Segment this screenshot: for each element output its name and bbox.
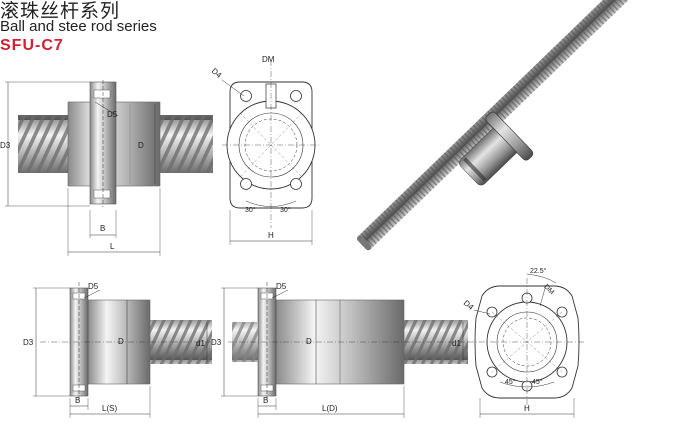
label-d3-single: D3 [23, 338, 34, 347]
label-h: H [268, 231, 274, 240]
label-d5-single: D5 [88, 282, 99, 291]
label-d1-single: d1 [196, 339, 205, 348]
label-d5-double: D5 [276, 282, 287, 291]
nut-flange [485, 111, 534, 161]
title-english: Ball and stee rod series [0, 18, 157, 35]
model-code: SFU-C7 [0, 37, 64, 54]
label-angle-45-left: 45° [505, 378, 516, 386]
label-d5: D5 [107, 110, 118, 119]
label-d4-bottom: D4 [462, 298, 476, 312]
label-d: D [138, 141, 144, 150]
label-d3-double: D3 [211, 338, 222, 347]
label-d-double: D [306, 337, 312, 346]
label-b: B [100, 224, 105, 233]
label-ld: L(D) [322, 404, 338, 413]
label-d-single: D [118, 337, 124, 346]
label-d4: D4 [210, 66, 224, 80]
label-ls: L(S) [102, 404, 117, 413]
label-h-bottom: H [524, 404, 530, 413]
label-dm: DM [262, 55, 275, 64]
label-l: L [110, 242, 115, 251]
double-nut-view: D3 D d1 D5 B L(D) [211, 282, 470, 418]
front-view-bottom: 22.5° DM D4 45° 45° H [462, 267, 586, 418]
ball-screw-photo [356, 0, 637, 251]
label-d3: D3 [0, 141, 11, 150]
label-b-single: B [75, 396, 80, 405]
title-chinese: 滚珠丝杆系列 [0, 0, 121, 22]
label-angle-45-right: 45° [532, 378, 543, 386]
label-angle-30-right: 30° [280, 206, 291, 214]
single-nut-view: D3 D d1 D5 B L(S) [23, 282, 215, 418]
side-view-top: D3 D D5 B L [0, 80, 213, 256]
label-angle-22-5: 22.5° [530, 267, 547, 275]
label-b-double: B [263, 396, 268, 405]
front-view-top: DM D4 30° 30° H [210, 55, 320, 245]
label-angle-30-left: 30° [245, 206, 256, 214]
label-d1-double: d1 [452, 339, 461, 348]
